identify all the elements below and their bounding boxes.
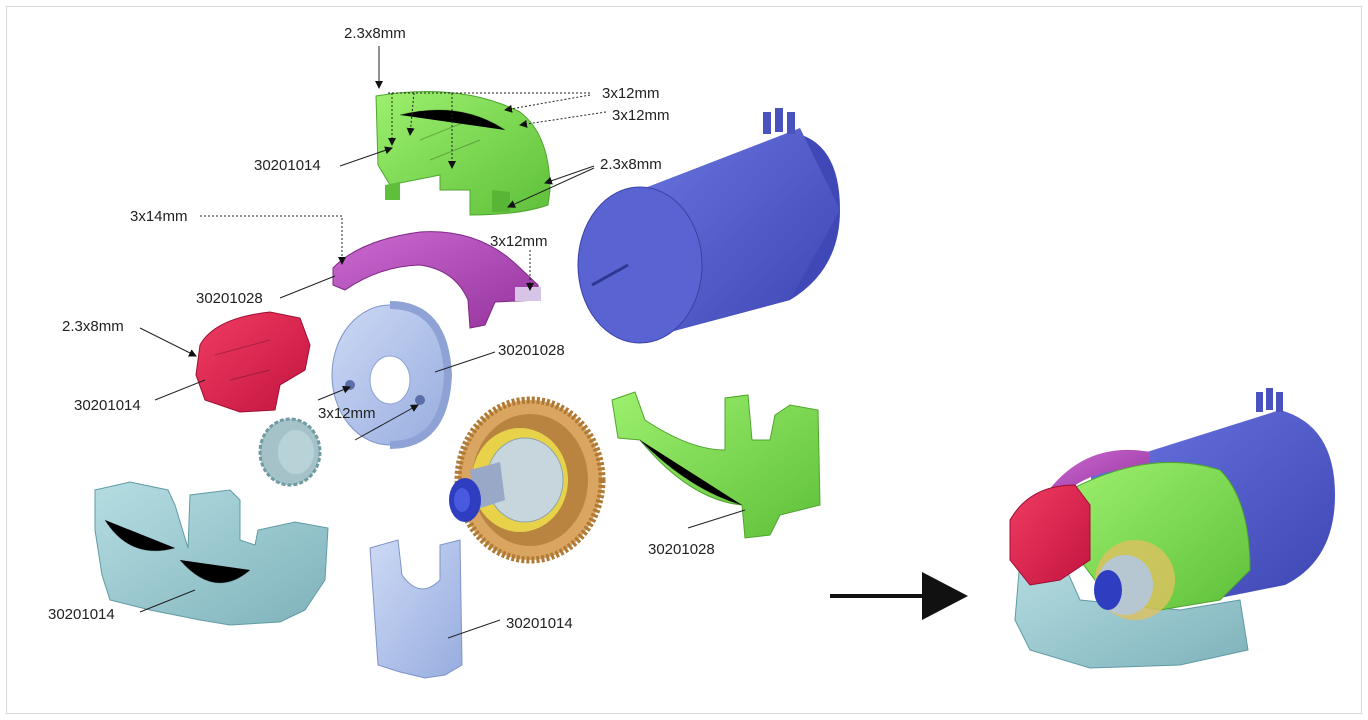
large-gear-assembly xyxy=(449,396,606,564)
green-cover xyxy=(375,91,551,216)
callout-labels: 2.3x8mm 3x12mm 3x12mm 30201014 2.3x8mm 3… xyxy=(48,25,715,632)
label-base-part: 30201014 xyxy=(48,606,115,623)
blue-motor xyxy=(577,108,840,344)
assembled-unit xyxy=(1009,388,1335,669)
light-blue-disc xyxy=(331,301,453,449)
label-disc-screw: 3x12mm xyxy=(318,405,376,422)
green-fork xyxy=(611,391,821,539)
label-disc-part: 30201028 xyxy=(498,342,565,359)
light-blue-clip xyxy=(369,539,463,679)
callout-leaders xyxy=(139,46,746,639)
label-green-cover-part: 30201014 xyxy=(254,157,321,174)
label-red-screw: 2.3x8mm xyxy=(62,318,124,335)
label-green-fork-part: 30201028 xyxy=(648,541,715,558)
label-clip-part: 30201014 xyxy=(506,615,573,632)
magenta-bracket xyxy=(332,231,541,329)
label-top-screw: 2.3x8mm xyxy=(344,25,406,42)
small-gear xyxy=(258,417,322,487)
red-cover xyxy=(195,311,311,413)
label-bracket-screw-left: 3x14mm xyxy=(130,208,188,225)
label-bracket-part: 30201028 xyxy=(196,290,263,307)
label-red-part: 30201014 xyxy=(74,397,141,414)
teal-base xyxy=(94,481,329,626)
label-green-cover-screw-c: 2.3x8mm xyxy=(600,156,662,173)
label-bracket-screw-right: 3x12mm xyxy=(490,233,548,250)
label-green-cover-screw-b: 3x12mm xyxy=(612,107,670,124)
arrow-right-icon xyxy=(830,572,968,620)
label-green-cover-screw-a: 3x12mm xyxy=(602,85,660,102)
